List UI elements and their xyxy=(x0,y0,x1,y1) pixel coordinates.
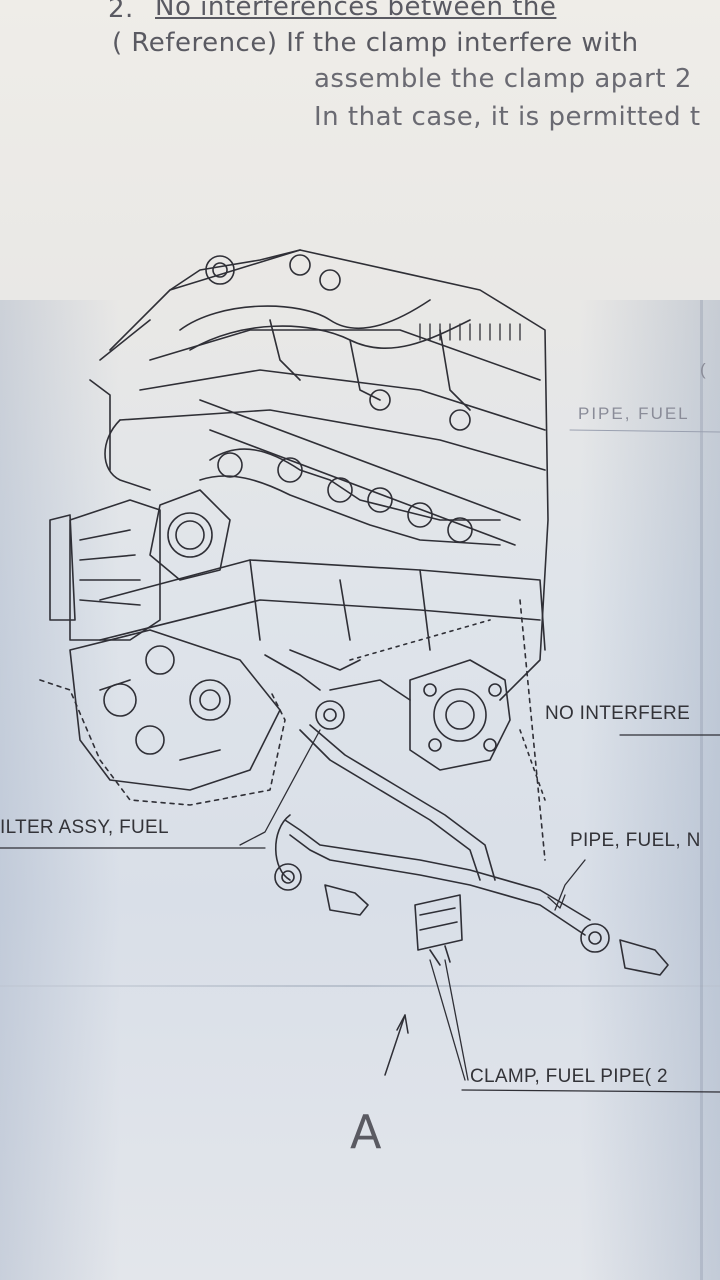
no-interference-label: NO INTERFERE xyxy=(545,703,691,724)
reference-note-cont: assemble the clamp apart 2 xyxy=(314,64,692,94)
reference-note: ( Reference) If the clamp interfere with xyxy=(112,28,639,58)
note-title: No interferences between the xyxy=(155,0,557,22)
paper-fold xyxy=(700,300,703,1280)
paper-shadow xyxy=(580,300,720,1280)
reference-note-cont: In that case, it is permitted t xyxy=(314,102,701,132)
view-a-label: A xyxy=(350,1105,382,1159)
paper-fold xyxy=(0,985,720,987)
pipe-fuel-n-label: PIPE, FUEL, N xyxy=(570,830,701,851)
filter-assy-fuel-label: ILTER ASSY, FUEL xyxy=(0,817,169,838)
paper-shadow xyxy=(0,300,120,1280)
paren-mark: ( xyxy=(700,360,708,379)
pipe-fuel-label: PIPE, FUEL xyxy=(578,404,690,423)
note-number: 2. xyxy=(108,0,134,24)
clamp-fuel-pipe-label: CLAMP, FUEL PIPE( 2 xyxy=(470,1066,668,1087)
